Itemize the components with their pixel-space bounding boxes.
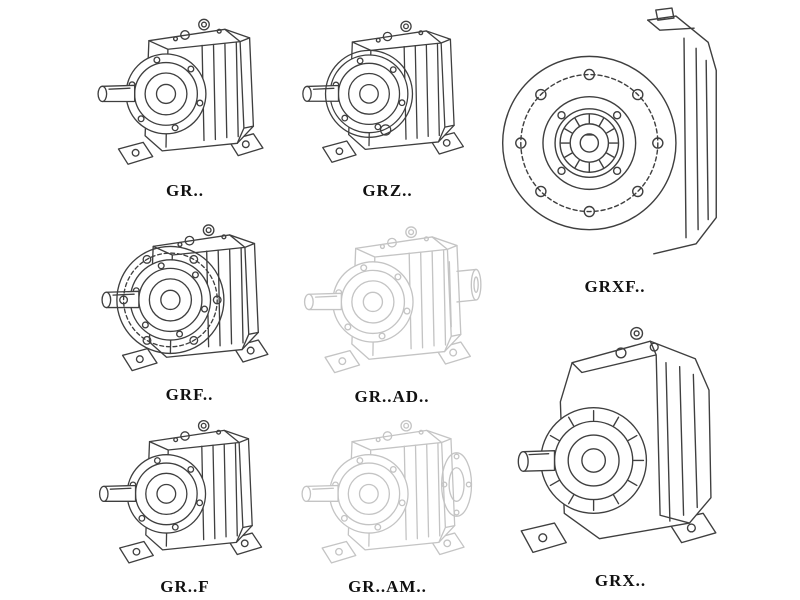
model-label-grad: GR..AD.. <box>354 387 430 406</box>
model-figure-gr: GR.. <box>90 4 280 204</box>
gearbox-drawing-gr <box>97 18 264 165</box>
gearbox-drawing-grz <box>302 20 464 163</box>
model-label-grxf: GRXF.. <box>584 277 646 296</box>
gearbox-drawing-gram <box>301 419 473 564</box>
model-figure-gram: GR..AM.. <box>290 408 485 600</box>
model-figure-grx: GRX.. <box>498 306 743 594</box>
gearbox-drawing-grx <box>517 326 717 554</box>
model-figure-grad: GR..AD.. <box>292 214 492 410</box>
model-label-grff: GR..F <box>160 577 210 596</box>
model-label-gram: GR..AM.. <box>348 577 427 596</box>
model-label-grx: GRX.. <box>594 571 647 590</box>
model-figure-grf: GRF.. <box>92 212 287 408</box>
model-figure-grff: GR..F <box>90 408 280 600</box>
gearbox-drawing-grff <box>98 419 263 564</box>
model-label-gr: GR.. <box>166 181 204 200</box>
model-label-grz: GRZ.. <box>362 181 413 200</box>
model-label-grf: GRF.. <box>165 385 214 404</box>
gearbox-drawing-grad <box>303 226 482 374</box>
model-figure-grz: GRZ.. <box>295 4 480 204</box>
gearbox-drawing-grxf <box>501 7 717 255</box>
gearbox-drawing-grf <box>101 224 269 372</box>
model-figure-grxf: GRXF.. <box>495 4 735 300</box>
